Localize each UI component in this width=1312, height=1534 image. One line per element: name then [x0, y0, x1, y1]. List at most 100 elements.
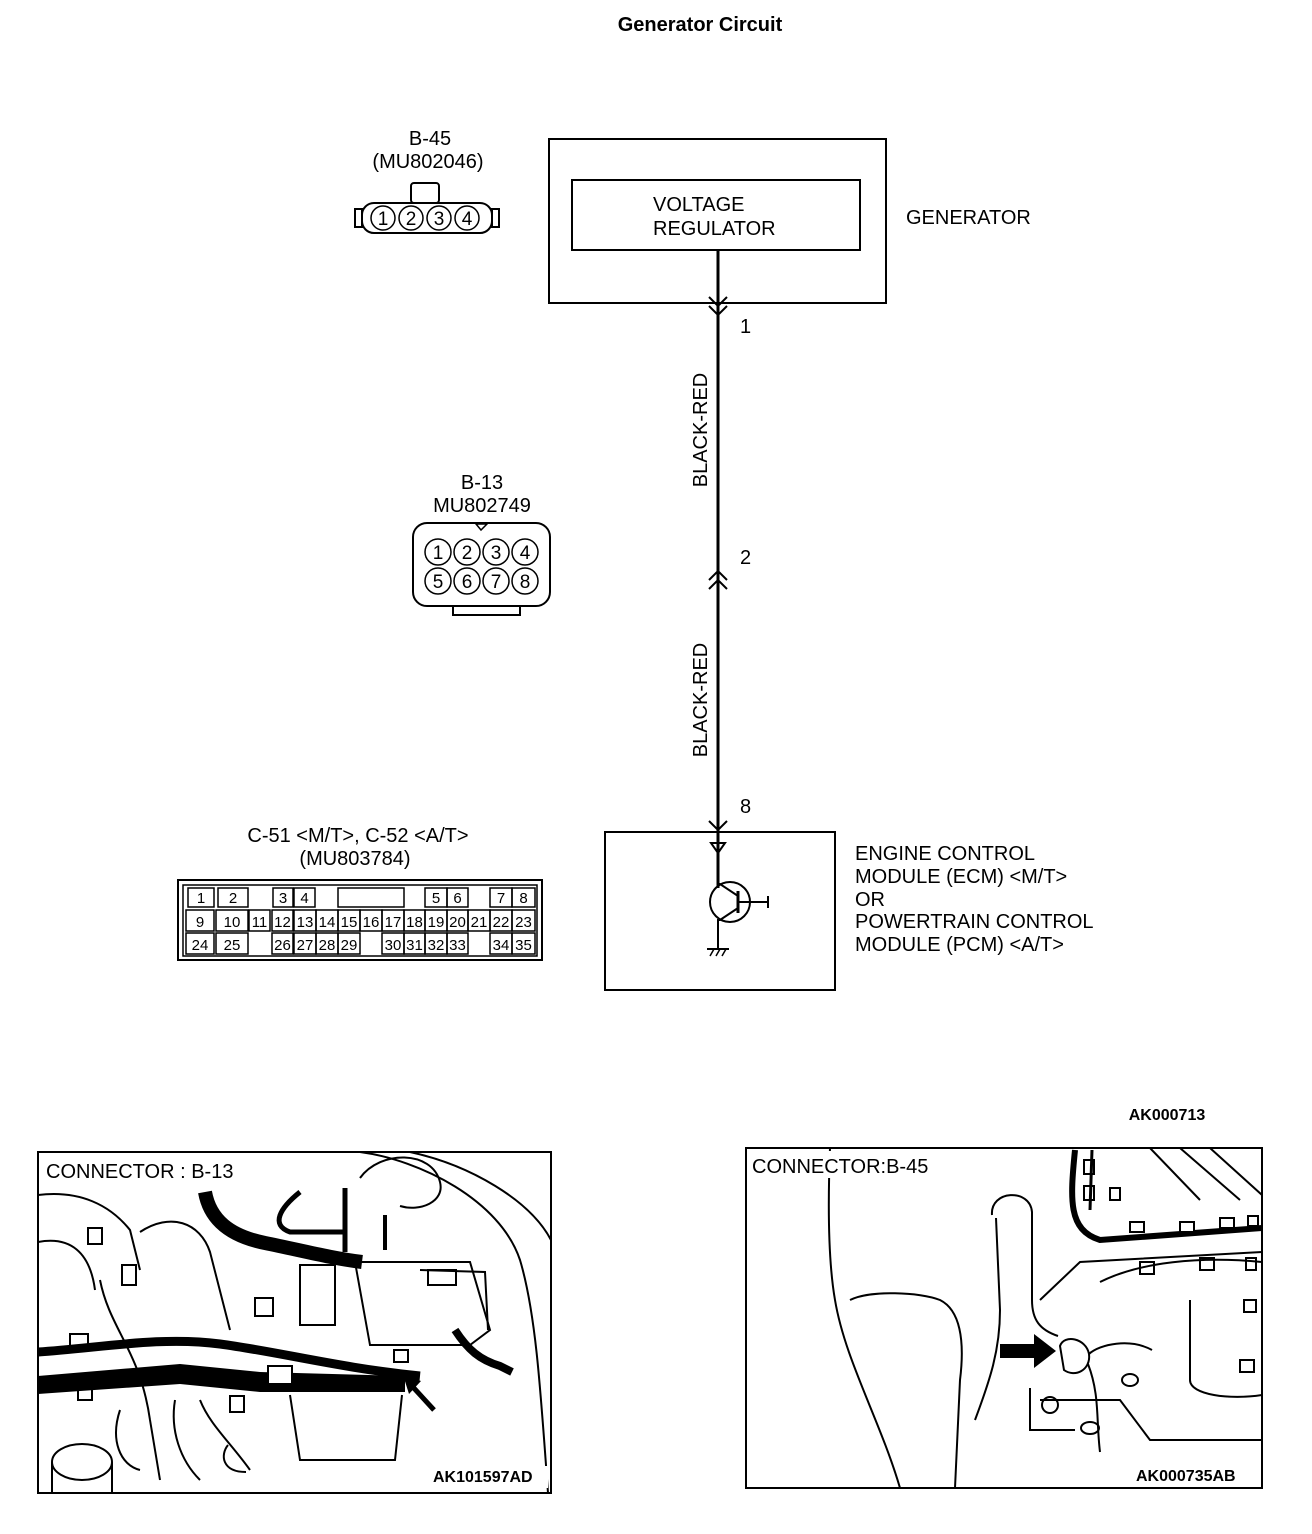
connector-c51-pin-label: 22	[493, 914, 510, 931]
connector-c51-pin-label: 14	[319, 914, 336, 931]
connector-b13-pin-label: 2	[462, 543, 473, 564]
ecm-block: ENGINE CONTROL MODULE (ECM) <M/T> OR POW…	[604, 831, 1094, 991]
photo-code: AK000735AB	[1136, 1468, 1236, 1485]
ecm-label-line: POWERTRAIN CONTROL	[855, 911, 1094, 933]
connector-c51-pin-label: 30	[385, 937, 402, 954]
ecm-label-line: OR	[855, 889, 885, 911]
connector-b45-flange-left	[354, 208, 363, 228]
connector-b45-pin-label: 1	[378, 209, 389, 230]
voltage-regulator-label-1: VOLTAGE	[653, 194, 745, 216]
connector-b45-pin	[370, 205, 396, 231]
connector-c51-pin-label: 5	[432, 890, 440, 907]
connector-b13-pin-label: 4	[520, 543, 531, 564]
connector-c51-pin-cell	[185, 909, 215, 932]
connector-b45-part: (MU802046)	[372, 151, 483, 173]
connector-c51-pin-label: 13	[297, 914, 314, 931]
connector-c51-pin-cell	[248, 909, 271, 932]
ecm-label-line: ENGINE CONTROL	[855, 843, 1035, 865]
connector-c51-pin-label: 32	[428, 937, 445, 954]
connector-b45-flange-right	[491, 208, 500, 228]
connector-c51-pin-cell	[187, 887, 215, 908]
wire-pin-2: 2	[740, 547, 751, 569]
connector-c51-pin-label: 10	[224, 914, 241, 931]
ground-symbol	[707, 948, 729, 957]
connector-c51-pin-label: 20	[449, 914, 466, 931]
connector-b45-tab	[410, 182, 440, 204]
wire-color-upper: BLACK-RED	[690, 373, 712, 487]
wire-pin-8: 8	[740, 796, 751, 818]
connector-b13-pin-label: 7	[491, 572, 502, 593]
connector-b13-pin-label: 3	[491, 543, 502, 564]
connector-c51-pin-cell	[511, 887, 536, 908]
connector-chevron-down	[708, 296, 728, 308]
connector-chevron-up	[708, 578, 728, 590]
connector-c51-pin-cell	[293, 887, 316, 908]
connector-c51-pin-label: 11	[252, 914, 268, 931]
pointer-arrow	[1000, 1334, 1056, 1368]
photo-caption: CONNECTOR:B-45	[752, 1156, 928, 1178]
connector-b13-pin-label: 8	[520, 572, 531, 593]
pointer-arrow-shaft	[410, 1384, 436, 1412]
transistor-symbol	[709, 853, 769, 948]
connector-c51-pin-label: 9	[196, 914, 204, 931]
connector-c51-outer-frame	[177, 879, 543, 961]
connector-c51-pin-label: 35	[515, 937, 532, 954]
connector-c51-pin-label: 6	[453, 890, 461, 907]
connector-c51-inner-frame	[182, 884, 538, 957]
connector-c51-pin-label: 33	[449, 937, 466, 954]
connector-chevron-up	[708, 569, 728, 581]
connector-c51-pin-label: 26	[274, 937, 291, 954]
connector-b45-pin	[426, 205, 452, 231]
connector-c51-pin-label: 2	[229, 890, 237, 907]
connector-c51-pin-label: 28	[319, 937, 336, 954]
connector-b45-pin-label: 3	[434, 209, 445, 230]
input-terminal-triangle	[709, 842, 727, 855]
figure-code: AK000713	[1129, 1107, 1206, 1124]
wire-pin-1: 1	[740, 316, 751, 338]
signal-wire: 1 BLACK-RED 2 BLACK-RED 8	[690, 250, 751, 888]
photo-frame	[745, 1147, 1263, 1489]
connector-c51-pin-label: 3	[279, 890, 287, 907]
diagram-title: Generator Circuit	[618, 14, 783, 36]
connector-b45-pin-label: 2	[406, 209, 417, 230]
connector-b13-pin-label: 6	[462, 572, 473, 593]
connector-c51-pin-cell	[511, 932, 536, 955]
connector-c51-blank-slot	[337, 887, 405, 908]
photo-connector-b45: CONNECTOR:B-45 AK000735AB	[745, 1147, 1263, 1489]
generator-block: VOLTAGE REGULATOR GENERATOR	[548, 138, 1031, 304]
connector-c51-pin-label: 4	[300, 890, 308, 907]
connector-b45-pin	[398, 205, 424, 231]
connector-c51-pin-label: 34	[493, 937, 510, 954]
connector-b13-id: B-13	[461, 472, 503, 494]
connector-c51-pin-label: 31	[406, 937, 423, 954]
connector-b13-pin-label: 5	[433, 572, 444, 593]
connector-c51-pin-label: 12	[274, 914, 291, 931]
voltage-regulator-label-2: REGULATOR	[653, 218, 776, 240]
connector-c51-pin-label: 8	[519, 890, 527, 907]
connector-c51-pin-cell	[446, 932, 469, 955]
connector-c51-pin-cell	[217, 887, 249, 908]
connector-c51-pin-cell	[271, 932, 294, 955]
connector-c51-pin-cell	[446, 887, 469, 908]
connector-c51-pin-label: 29	[341, 937, 358, 954]
connector-c51-pin-label: 17	[385, 914, 402, 931]
photo-caption: CONNECTOR : B-13	[46, 1161, 233, 1183]
connector-b13: B-13 MU802749 1 2 3 4 5 6 7 8	[412, 472, 551, 616]
connector-b45-id: B-45	[409, 128, 451, 150]
connector-c51-pin-label: 19	[428, 914, 445, 931]
connector-c51-id: C-51 <M/T>, C-52 <A/T>	[247, 825, 468, 847]
connector-c51-part: (MU803784)	[299, 848, 410, 870]
connector-chevron-down	[708, 305, 728, 317]
ecm-label-line: MODULE (PCM) <A/T>	[855, 934, 1064, 956]
connector-c51-pin-label: 23	[515, 914, 532, 931]
connector-c51-pin-label: 16	[363, 914, 380, 931]
connector-c51-pin-cell	[215, 932, 249, 955]
connector-c51-pin-label: 27	[297, 937, 314, 954]
connector-c51-pin-label: 15	[341, 914, 358, 931]
photo-code: AK101597AD	[433, 1469, 533, 1486]
connector-c51-pin-label: 7	[497, 890, 505, 907]
ecm-label-line: MODULE (ECM) <M/T>	[855, 866, 1067, 888]
connector-c51-pin-cell	[185, 932, 215, 955]
